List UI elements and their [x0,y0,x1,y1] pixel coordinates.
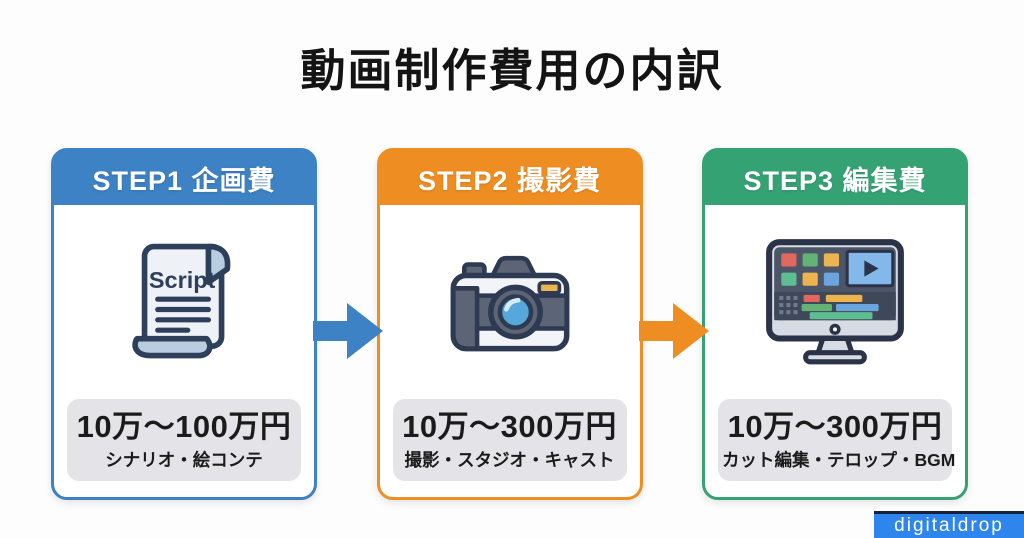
svg-text:Script: Script [149,267,216,293]
step3-title: STEP3 編集費 [743,165,927,196]
step2-card: STEP2 撮影費 [376,148,643,500]
step3-body [705,205,965,399]
step1-detail: シナリオ・絵コンテ [105,450,263,470]
step1-body: Script [54,205,314,399]
step1-price-box: 10万〜100万円 シナリオ・絵コンテ [67,399,301,481]
step3-price-box: 10万〜300万円 カット編集・テロップ・BGM [718,399,956,481]
step1-header: STEP1 企画費 [54,151,314,205]
step2-price: 10万〜300万円 [402,409,617,445]
steps-row: STEP1 企画費 Script [51,148,968,500]
step3-price: 10万〜300万円 [727,409,943,445]
video-editor-monitor-icon [759,237,911,367]
step2-header: STEP2 撮影費 [379,151,640,205]
step2-title: STEP2 撮影費 [417,165,602,196]
watermark: digitaldrop [874,511,1024,538]
step3-card: STEP3 編集費 [702,148,968,500]
step3-header: STEP3 編集費 [705,151,965,205]
camera-icon [446,248,574,356]
step2-detail: 撮影・スタジオ・キャスト [404,450,615,470]
script-scroll-icon: Script [122,239,246,365]
right-arrow-icon [313,300,383,367]
watermark-text: digitaldrop [894,515,1004,536]
step1-price: 10万〜100万円 [76,409,292,445]
right-arrow-icon [639,300,709,367]
page-title: 動画制作費用の内訳 [300,45,724,96]
step3-detail: カット編集・テロップ・BGM [722,450,956,470]
step1-card: STEP1 企画費 Script [51,148,317,500]
step1-title: STEP1 企画費 [92,165,276,196]
step2-price-box: 10万〜300万円 撮影・スタジオ・キャスト [392,399,627,481]
step2-body [380,205,640,399]
